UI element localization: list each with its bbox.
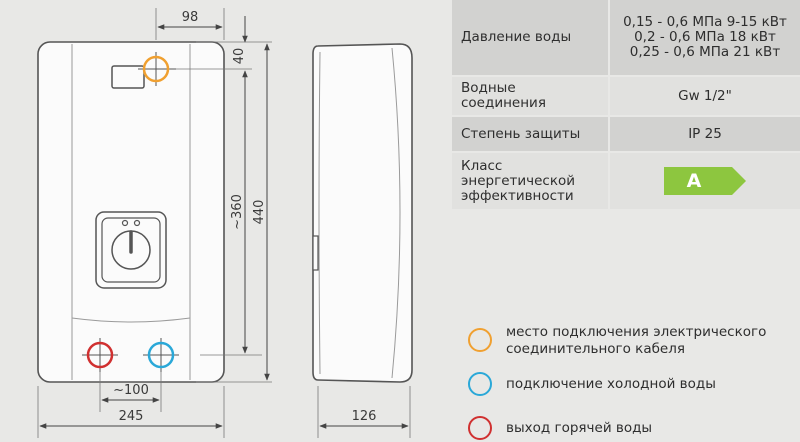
spec-value-energy: A [608, 152, 800, 210]
spec-label-protection: Степень защиты [452, 116, 609, 152]
dimension-100: ~100 [99, 372, 162, 412]
legend-text-hot: выход горячей воды [506, 420, 653, 436]
dimension-100-label: ~100 [113, 383, 149, 398]
legend-text-cold: подключение холодной воды [506, 376, 716, 392]
energy-class-badge: A [664, 167, 746, 195]
spec-pressure-line: 0,25 - 0,6 МПа 21 кВт [629, 44, 781, 60]
dimension-126-label: 126 [352, 409, 377, 424]
spec-row-energy: Класс энергетической эффективности A [452, 152, 800, 210]
spec-pressure-line: 0,2 - 0,6 МПа 18 кВт [634, 29, 776, 45]
spec-table: Давление воды 0,15 - 0,6 МПа 9-15 кВт 0,… [452, 0, 800, 211]
dimension-360: ~360 [230, 70, 248, 354]
spec-row-protection: Степень защиты IP 25 [452, 116, 800, 152]
spec-value-water-connections: Gw 1/2" [608, 76, 800, 116]
dimension-98: 98 [155, 8, 225, 40]
spec-label-pressure: Давление воды [452, 0, 609, 76]
spec-label-water-connections: Водные соединения [452, 76, 609, 116]
technical-drawing: 98 40 ~360 440 ~100 245 [37, 8, 413, 438]
dimension-360-label: ~360 [230, 194, 245, 230]
energy-class-label: A [686, 170, 702, 192]
dimension-440: 440 [252, 43, 270, 381]
dimension-245-label: 245 [119, 409, 144, 424]
control-panel [95, 211, 167, 289]
red-circle-icon [468, 416, 492, 440]
spec-value-pressure: 0,15 - 0,6 МПа 9-15 кВт 0,2 - 0,6 МПа 18… [608, 0, 800, 76]
dimension-440-label: 440 [252, 200, 267, 225]
spec-value-protection: IP 25 [608, 116, 800, 152]
spec-row-water-connections: Водные соединения Gw 1/2" [452, 76, 800, 116]
front-view [37, 41, 262, 383]
electric-connection-marker [138, 52, 176, 86]
spec-pressure-line: 0,15 - 0,6 МПа 9-15 кВт [623, 14, 787, 30]
side-view [312, 43, 413, 383]
legend-text-electric: место подключения электрического соедини… [506, 324, 767, 357]
blue-circle-icon [468, 372, 492, 396]
spec-row-pressure: Давление воды 0,15 - 0,6 МПа 9-15 кВт 0,… [452, 0, 800, 76]
cold-water-marker [143, 338, 262, 372]
orange-circle-icon [468, 328, 492, 352]
dimension-40-label: 40 [232, 48, 247, 65]
dimension-126: 126 [317, 386, 411, 438]
dimension-98-label: 98 [182, 10, 199, 25]
side-bracket [312, 235, 319, 271]
dimension-245: 245 [37, 386, 225, 438]
display-window [111, 65, 145, 89]
dimension-40: 40 [232, 16, 248, 65]
spec-label-energy: Класс энергетической эффективности [452, 152, 609, 210]
hot-water-marker [82, 338, 118, 372]
